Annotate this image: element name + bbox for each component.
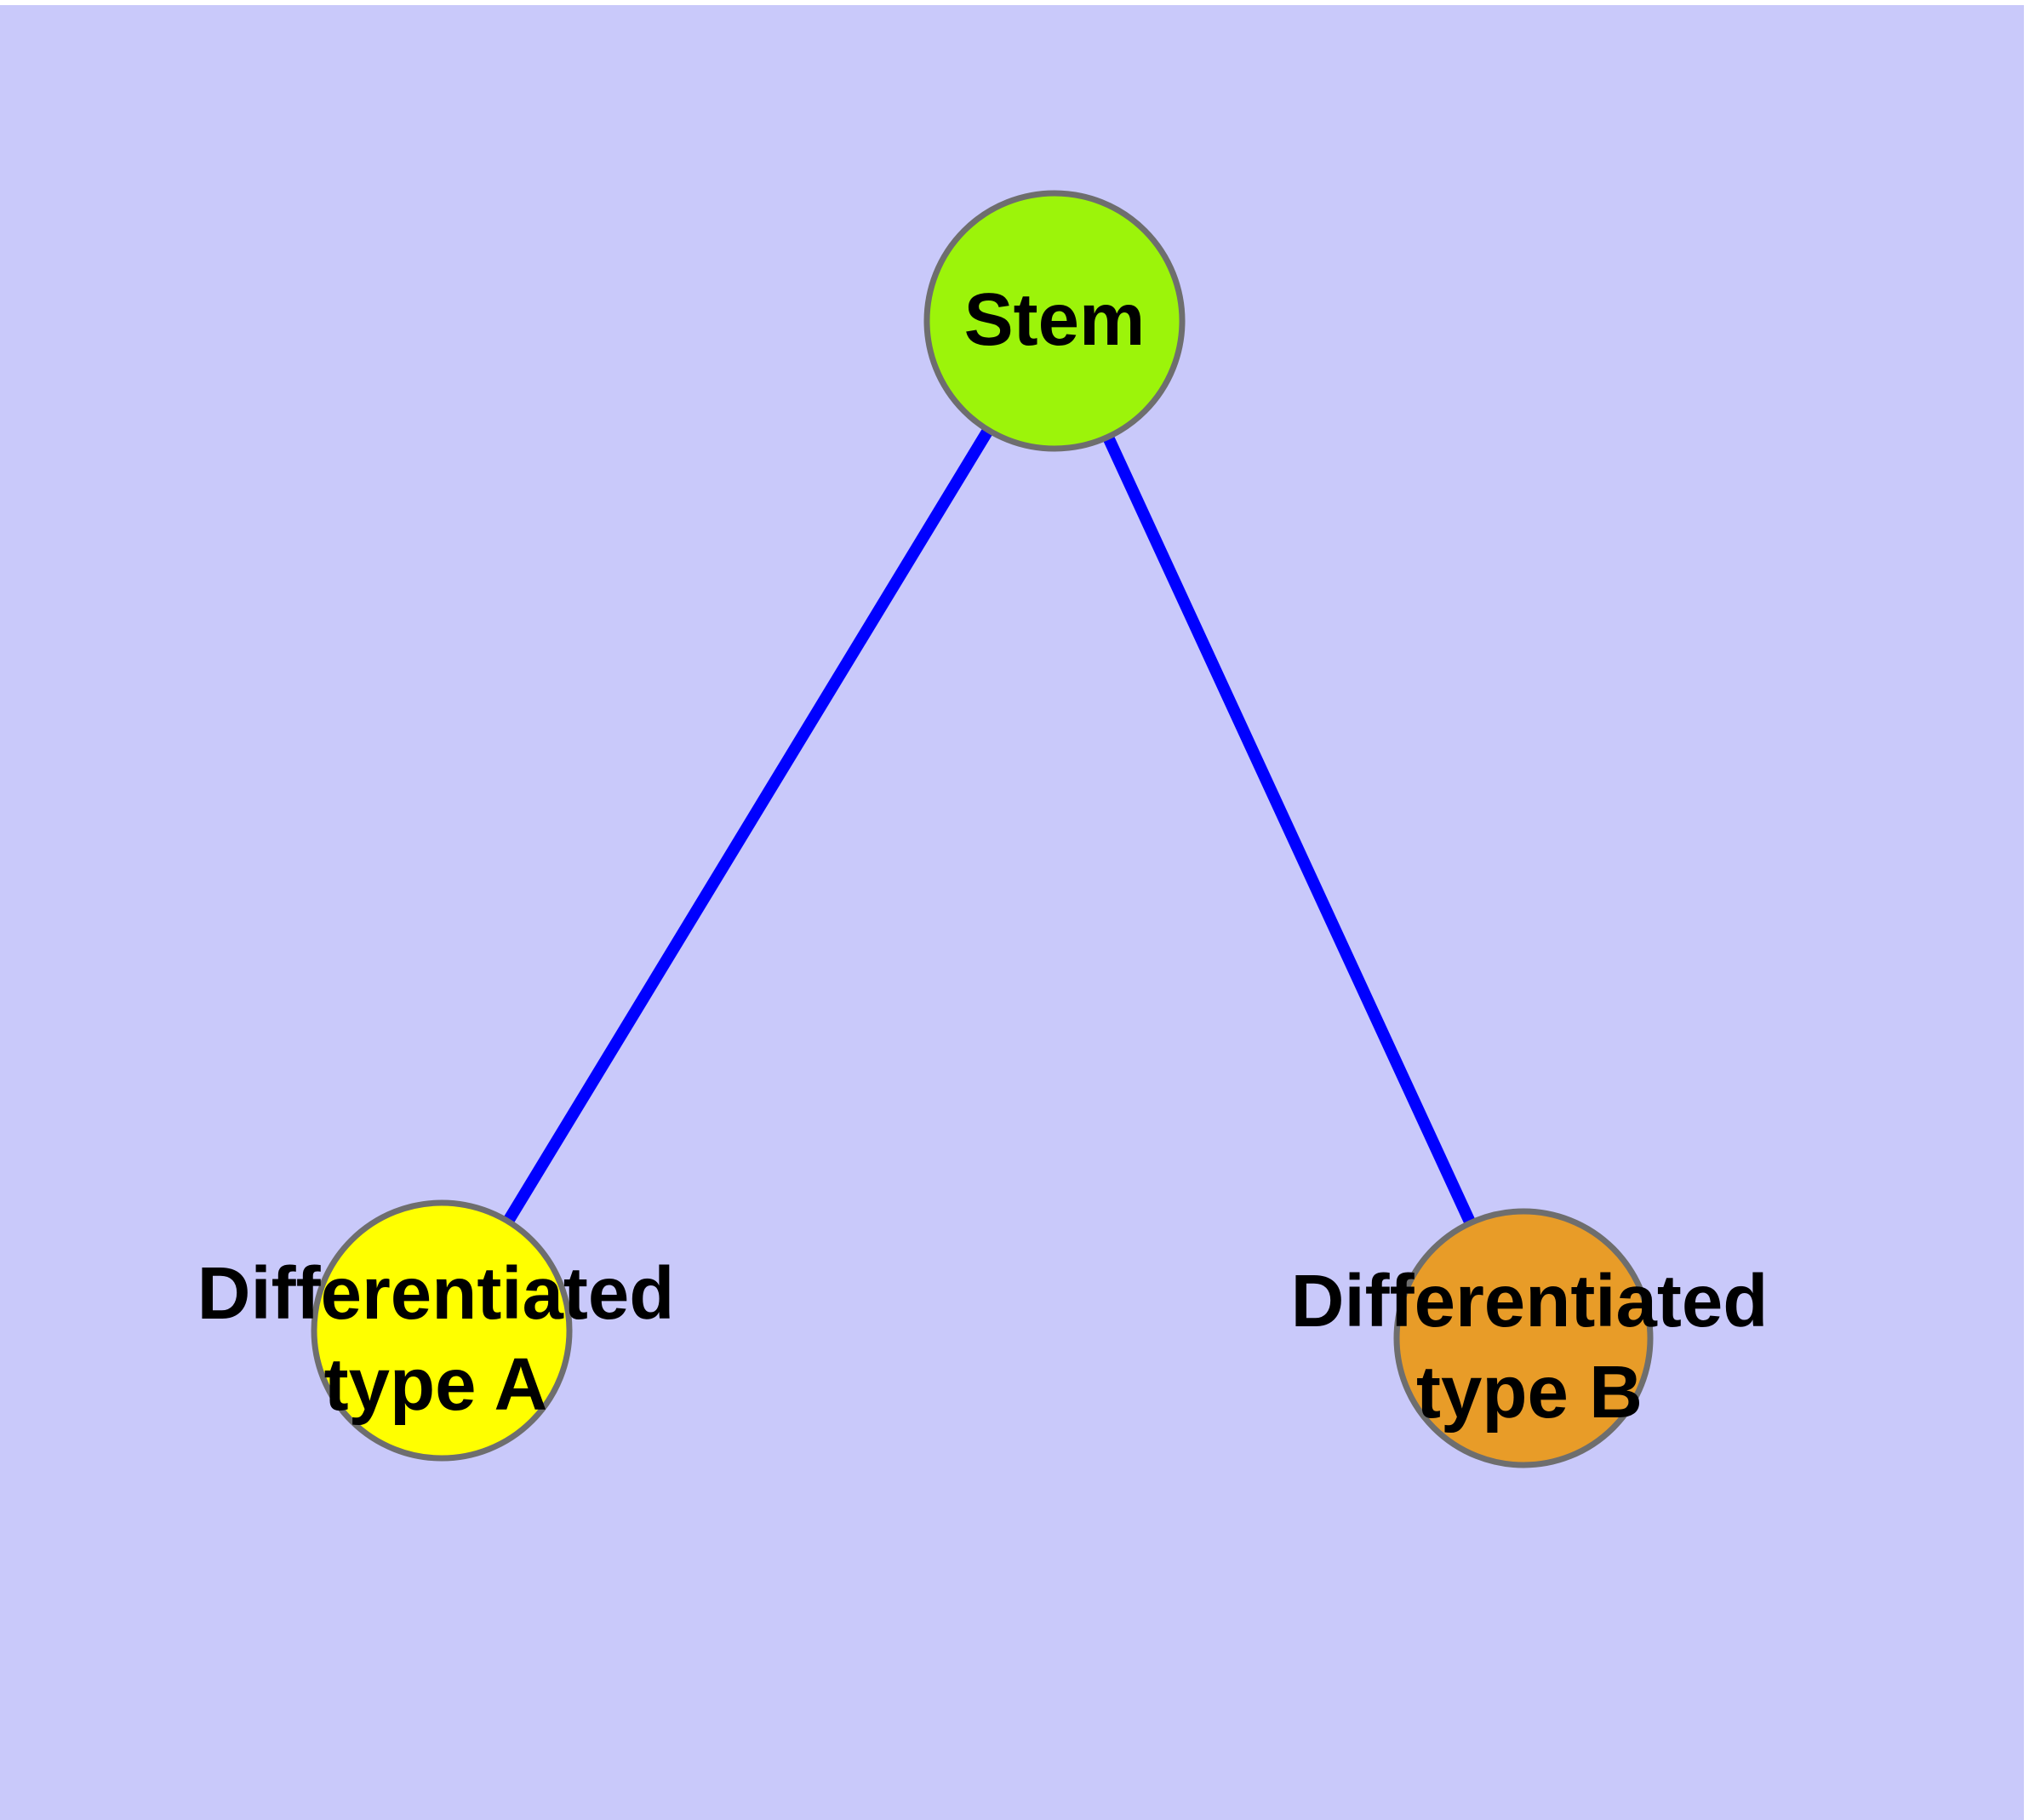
node-stem-label: Stem	[964, 278, 1146, 361]
node-differentiated-type-b-label-line2: type B	[1416, 1351, 1643, 1434]
node-stem-circle	[923, 190, 1186, 452]
node-differentiated-type-b-label-line1: Differentiated	[1291, 1260, 1769, 1342]
node-differentiated-type-a-label-line2: type A	[324, 1343, 548, 1426]
node-differentiated-type-a-circle	[311, 1199, 573, 1462]
edge-stem-to-type-b	[1049, 318, 1529, 1341]
edge-stem-to-type-a	[437, 318, 1060, 1334]
node-differentiated-type-b-circle	[1393, 1208, 1654, 1468]
node-differentiated-type-a-label-line1: Differentiated	[197, 1252, 675, 1335]
